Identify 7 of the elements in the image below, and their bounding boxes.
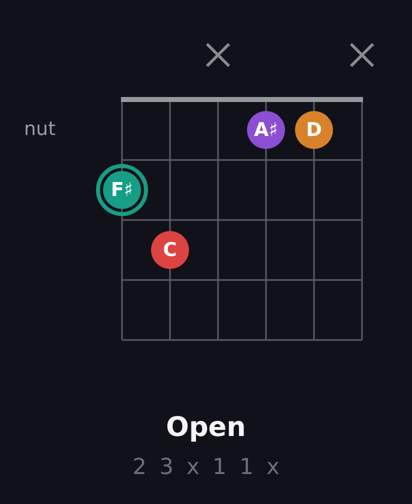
nut-label: nut	[24, 118, 56, 140]
chord-name: Open	[166, 412, 246, 443]
fingering-text: 2 3 x 1 1 x	[132, 455, 282, 480]
note-dot: D	[295, 111, 333, 149]
note-dot: C	[151, 231, 189, 269]
root-note-dot: F♯	[96, 164, 148, 216]
note-dot: A♯	[247, 111, 285, 149]
